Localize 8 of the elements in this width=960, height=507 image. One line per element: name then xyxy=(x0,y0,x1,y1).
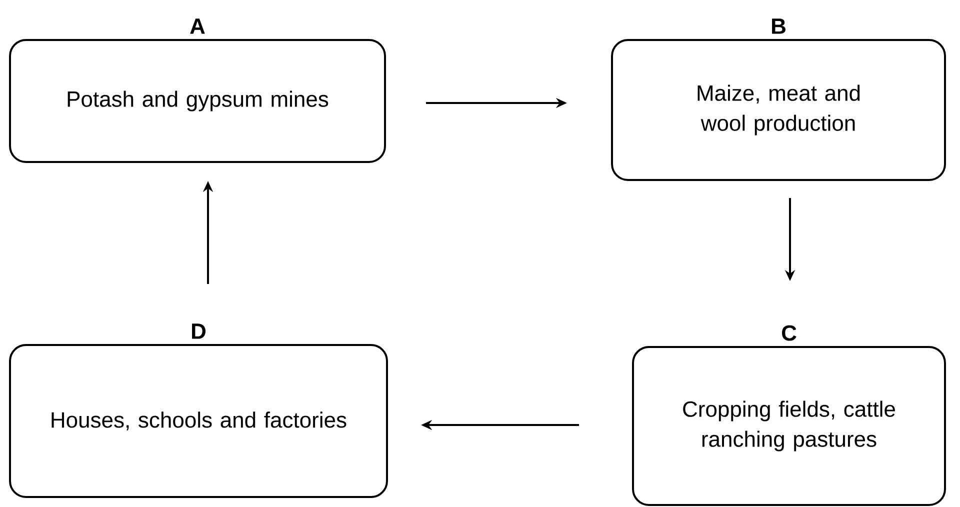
process-box: Potash and gypsum mines xyxy=(9,39,386,163)
box-heading: B xyxy=(772,18,786,34)
process-box: Maize, meat and wool production xyxy=(611,39,946,181)
process-box: Cropping fields, cattle ranching pastures xyxy=(632,346,946,506)
process-box: Houses, schools and factories xyxy=(9,344,388,498)
box-heading: D xyxy=(192,324,206,339)
box-heading: A xyxy=(190,18,205,34)
box-heading: C xyxy=(782,325,796,341)
